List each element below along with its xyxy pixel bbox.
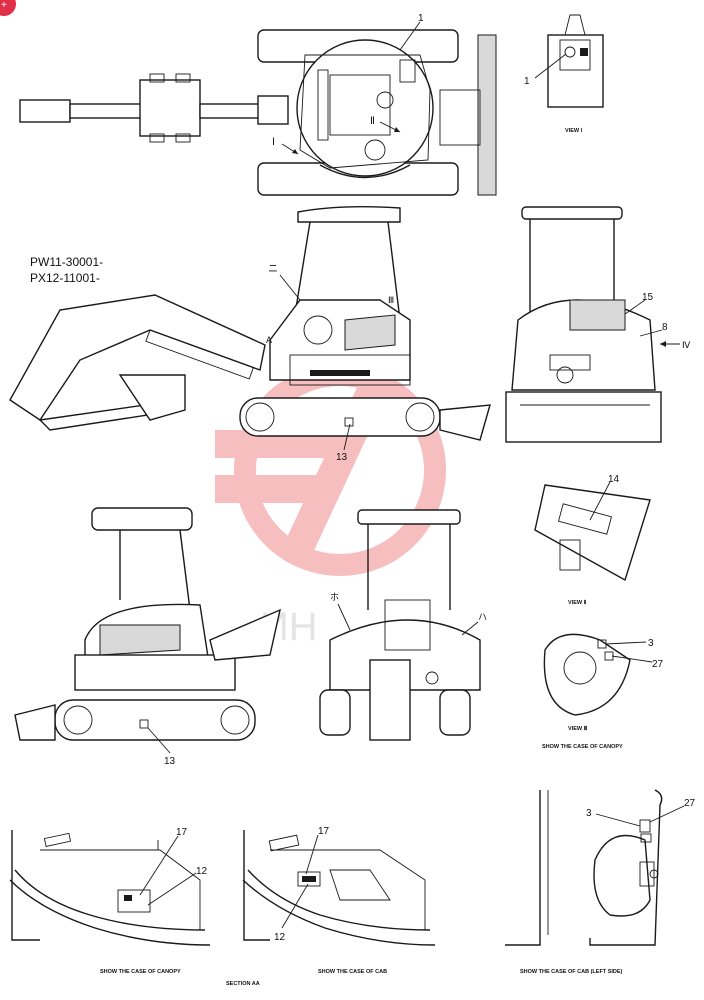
- view2-detail: [534, 484, 651, 582]
- callout-17-section-cab: 17: [318, 826, 330, 837]
- section-cab-drawing: [242, 830, 436, 946]
- left-view-machine: [14, 507, 281, 741]
- side-view-machine: [9, 205, 491, 441]
- caption-canopy-case: SHOW THE CASE OF CANOPY: [542, 744, 623, 750]
- callout-13-side: 13: [336, 452, 348, 463]
- front-view-machine: [319, 509, 481, 741]
- caption-bottom-cab: SHOW THE CASE OF CAB: [318, 969, 387, 975]
- callout-17-section-canopy: 17: [176, 827, 188, 838]
- view3-detail: [543, 633, 631, 716]
- caption-bottom-canopy: SHOW THE CASE OF CANOPY: [100, 969, 181, 975]
- marker-ha: ハ: [478, 612, 487, 622]
- caption-view2: VIEW Ⅱ: [568, 599, 587, 606]
- marker-ni: ニ: [268, 264, 278, 275]
- marker-I: Ⅰ: [272, 137, 275, 148]
- corner-badge: [0, 0, 16, 16]
- caption-bottom-cab-left: SHOW THE CASE OF CAB (LEFT SIDE): [520, 969, 623, 975]
- marker-A: A: [266, 335, 272, 345]
- callout-8-rear: 8: [662, 322, 668, 333]
- callout-1-view1: 1: [524, 76, 530, 87]
- top-view-machine: [19, 29, 497, 196]
- marker-III: Ⅲ: [388, 295, 394, 305]
- corner-badge-icon: +: [1, 0, 7, 11]
- callout-1-top: 1: [418, 13, 424, 24]
- marker-ho: ホ: [330, 592, 339, 602]
- callout-27-cab-left: 27: [684, 798, 696, 809]
- callout-12-section-canopy: 12: [196, 866, 208, 877]
- caption-view3: VIEW Ⅲ: [568, 725, 588, 732]
- callout-14-view2: 14: [608, 474, 620, 485]
- caption-section-aa: SECTION AA: [226, 981, 260, 987]
- marker-II: Ⅱ: [370, 116, 375, 127]
- rear-view-machine: [505, 206, 662, 443]
- caption-view1: VIEW Ⅰ: [565, 127, 583, 134]
- callout-13-left: 13: [164, 756, 176, 767]
- serial-2: PX12-11001-: [30, 271, 100, 285]
- section-canopy-drawing: [9, 830, 211, 946]
- callout-3-cab-left: 3: [586, 808, 592, 819]
- marker-IV: Ⅳ: [682, 340, 691, 350]
- cab-left-side-drawing: [505, 789, 663, 946]
- callout-3-view3: 3: [648, 638, 654, 649]
- callout-12-section-cab: 12: [274, 932, 286, 943]
- view1-detail: [547, 14, 604, 108]
- serial-1: PW11-30001-: [30, 255, 103, 269]
- callout-27-view3: 27: [652, 659, 664, 670]
- callout-15-rear: 15: [642, 292, 654, 303]
